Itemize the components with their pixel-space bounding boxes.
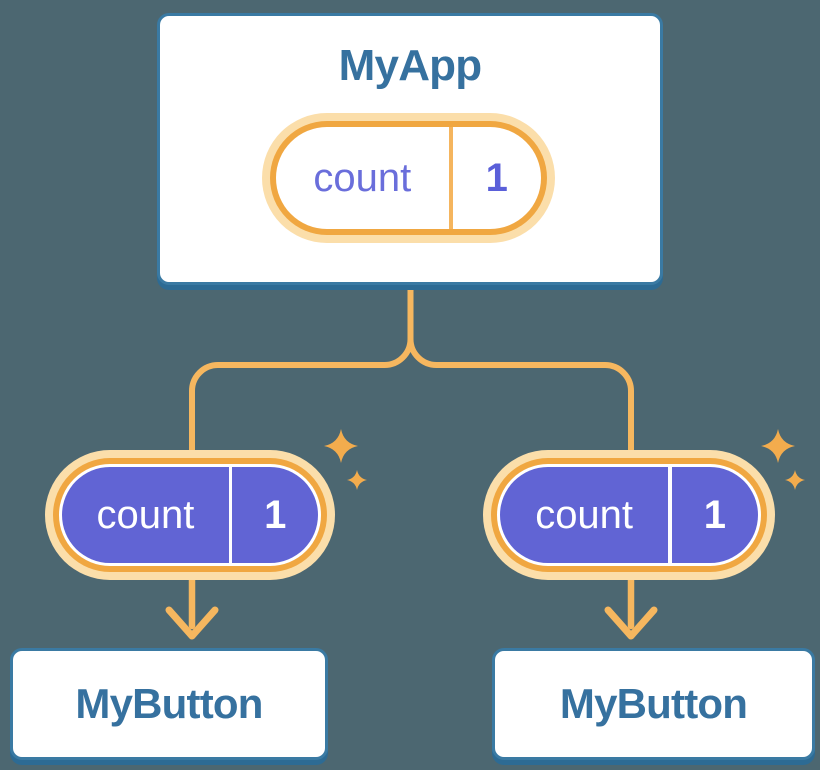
state-pill-left: count 1 (45, 450, 335, 580)
pill-divider (668, 467, 672, 563)
branch-line-left (189, 280, 414, 458)
state-value: 1 (485, 156, 508, 200)
component-title: MyApp (338, 41, 482, 90)
component-title: MyButton (559, 680, 748, 727)
arrow-head-left (165, 606, 219, 640)
pill-border: count 1 (53, 458, 327, 572)
state-label: count (313, 156, 412, 200)
sparkle-icon (347, 470, 367, 490)
branch-line-right (407, 280, 634, 458)
state-value: 1 (703, 493, 726, 537)
component-title: MyButton (75, 680, 263, 727)
sparkle-icon (324, 429, 358, 463)
pill-fill: count 1 (500, 467, 758, 563)
component-node-right: MyButton (492, 648, 815, 760)
state-pill-root: count 1 (262, 113, 555, 243)
pill-body: count 1 (276, 127, 541, 229)
pill-border: count 1 (270, 121, 547, 235)
pill-body: count 1 (59, 464, 321, 566)
state-label: count (96, 493, 195, 537)
arrow-head-right (604, 606, 658, 640)
pill-fill: count 1 (62, 467, 318, 563)
pill-divider (228, 467, 233, 563)
state-pill-right: count 1 (483, 450, 775, 580)
state-value: 1 (264, 493, 287, 537)
pill-divider (448, 127, 453, 229)
component-node-left: MyButton (10, 648, 328, 760)
sparkle-icon (761, 429, 795, 463)
sparkle-icon (785, 470, 805, 490)
pill-body: count 1 (497, 464, 761, 566)
state-label: count (535, 493, 634, 537)
pill-border: count 1 (491, 458, 767, 572)
